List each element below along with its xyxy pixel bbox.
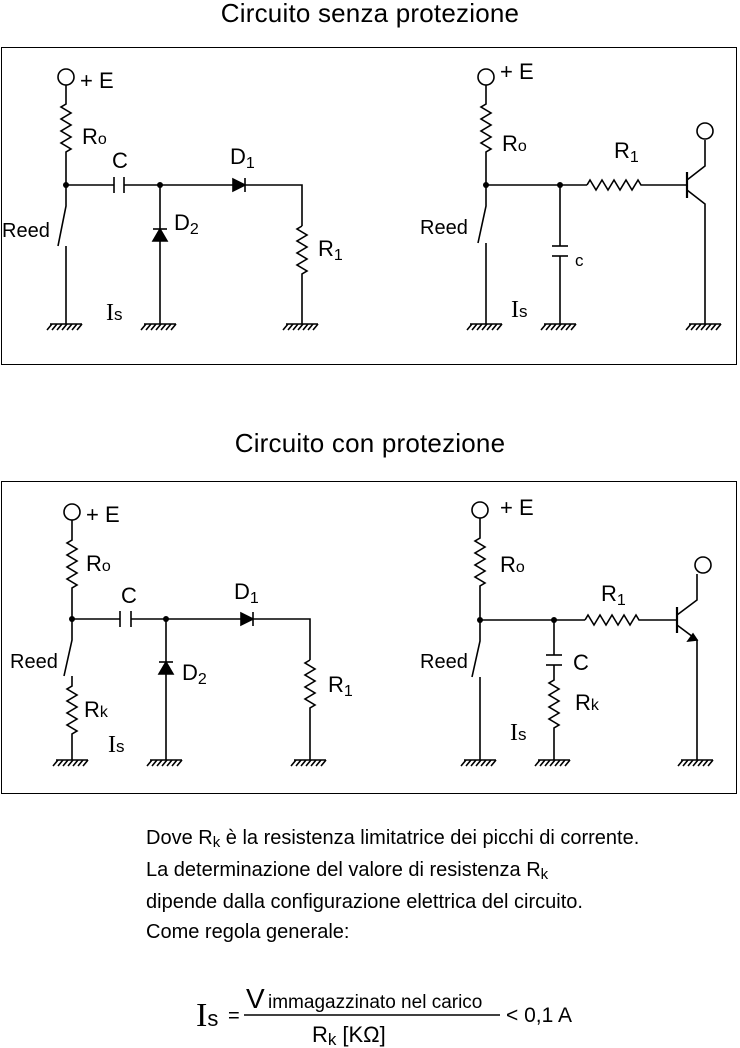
svg-text:Is: Is bbox=[196, 997, 218, 1034]
label-is: Is bbox=[106, 300, 123, 326]
svg-text:=: = bbox=[228, 1005, 240, 1027]
ground-symbol bbox=[540, 323, 577, 331]
ground-symbol bbox=[140, 323, 177, 331]
resistor-r1 bbox=[295, 225, 309, 324]
capacitor-c bbox=[119, 611, 132, 627]
resistor-r1 bbox=[303, 659, 317, 760]
ground-symbol bbox=[677, 759, 714, 767]
ground-symbol bbox=[460, 759, 497, 767]
circuit-top-right bbox=[466, 68, 722, 331]
label-plus-e: + E bbox=[86, 502, 120, 527]
resistor-ro bbox=[473, 518, 487, 620]
explanation-note: Dove Rk è la resistenza limitatrice dei … bbox=[146, 823, 639, 947]
resistor-ro bbox=[59, 85, 73, 185]
label-reed: Reed bbox=[420, 217, 468, 239]
supply-terminal bbox=[63, 503, 81, 521]
label-plus-e: + E bbox=[80, 68, 114, 93]
output-terminal bbox=[694, 556, 712, 574]
label-rk: Rk bbox=[84, 697, 109, 722]
title-with-protection: Circuito con protezione bbox=[234, 428, 506, 458]
resistor-rk bbox=[547, 665, 561, 760]
label-reed: Reed bbox=[2, 220, 50, 242]
svg-text:immagazzinato nel carico: immagazzinato nel carico bbox=[268, 992, 482, 1013]
resistor-ro bbox=[65, 520, 79, 619]
label-c: C bbox=[121, 583, 137, 608]
circuit-top-left bbox=[46, 68, 319, 331]
ground-symbol bbox=[282, 323, 319, 331]
label-ro: Ro bbox=[502, 131, 527, 156]
label-c: C bbox=[573, 650, 589, 675]
label-r1: R1 bbox=[318, 236, 343, 264]
reed-switch bbox=[57, 185, 67, 247]
current-formula: Is = V immagazzinato nel carico Rk[KΩ] <… bbox=[196, 984, 572, 1048]
panel-no-protection bbox=[1, 47, 737, 365]
note-line-1: Dove Rk è la resistenza limitatrice dei … bbox=[146, 827, 640, 851]
resistor-rk bbox=[65, 676, 79, 760]
capacitor-c bbox=[552, 185, 568, 324]
label-ro: Ro bbox=[82, 124, 107, 149]
panel-with-protection bbox=[1, 481, 737, 794]
ground-symbol bbox=[466, 323, 503, 331]
ground-symbol bbox=[685, 323, 722, 331]
label-ro: Ro bbox=[86, 551, 111, 576]
label-r1: R1 bbox=[601, 581, 626, 609]
label-reed: Reed bbox=[420, 651, 468, 673]
label-r1: R1 bbox=[328, 672, 353, 700]
svg-text:Rk[KΩ]: Rk[KΩ] bbox=[312, 1022, 386, 1048]
label-plus-e: + E bbox=[500, 495, 534, 520]
ground-symbol bbox=[146, 759, 183, 767]
ground-symbol bbox=[46, 323, 83, 331]
resistor-r1 bbox=[586, 178, 687, 192]
svg-text:V: V bbox=[246, 984, 265, 1014]
svg-text:< 0,1 A: < 0,1 A bbox=[506, 1004, 572, 1027]
supply-terminal bbox=[471, 501, 489, 519]
reed-switch bbox=[471, 620, 481, 678]
title-no-protection: Circuito senza protezione bbox=[220, 0, 520, 28]
label-d1: D1 bbox=[230, 144, 255, 172]
label-is: Is bbox=[108, 732, 125, 758]
note-line-2: La determinazione del valore di resisten… bbox=[146, 859, 549, 883]
resistor-r1 bbox=[584, 613, 677, 627]
label-c: c bbox=[575, 251, 584, 270]
label-c: C bbox=[112, 148, 128, 173]
label-d2: D2 bbox=[174, 210, 199, 238]
label-plus-e: + E bbox=[500, 59, 534, 84]
circuit-bottom-right bbox=[460, 501, 714, 767]
output-terminal bbox=[696, 122, 714, 140]
note-line-4: Come regola generale: bbox=[146, 921, 350, 943]
circuit-bottom-left bbox=[52, 503, 327, 767]
diode-d2 bbox=[157, 619, 175, 760]
transistor bbox=[675, 574, 699, 760]
label-r1: R1 bbox=[614, 138, 639, 166]
diode-d1 bbox=[232, 177, 247, 193]
capacitor-c bbox=[546, 620, 562, 666]
circuit-labels: + E Ro C D1 D2 R1 Reed Is + E Ro R1 c Re… bbox=[2, 59, 639, 758]
label-reed: Reed bbox=[10, 651, 58, 673]
supply-terminal bbox=[57, 68, 75, 86]
label-d1: D1 bbox=[234, 579, 259, 607]
label-ro: Ro bbox=[500, 552, 525, 577]
note-line-3: dipende dalla configurazione elettrica d… bbox=[146, 891, 583, 913]
ground-symbol bbox=[290, 759, 327, 767]
reed-switch bbox=[63, 619, 73, 677]
diode-d2 bbox=[151, 185, 169, 324]
ground-symbol bbox=[52, 759, 89, 767]
label-d2: D2 bbox=[182, 660, 207, 688]
diode-d1 bbox=[240, 611, 255, 627]
supply-terminal bbox=[477, 68, 495, 86]
transistor bbox=[685, 140, 706, 324]
label-is: Is bbox=[510, 720, 527, 746]
label-is: Is bbox=[511, 297, 528, 323]
capacitor-c bbox=[113, 177, 125, 193]
label-rk: Rk bbox=[575, 690, 600, 715]
reed-switch bbox=[477, 185, 487, 244]
ground-symbol bbox=[534, 759, 571, 767]
resistor-ro bbox=[479, 85, 493, 185]
